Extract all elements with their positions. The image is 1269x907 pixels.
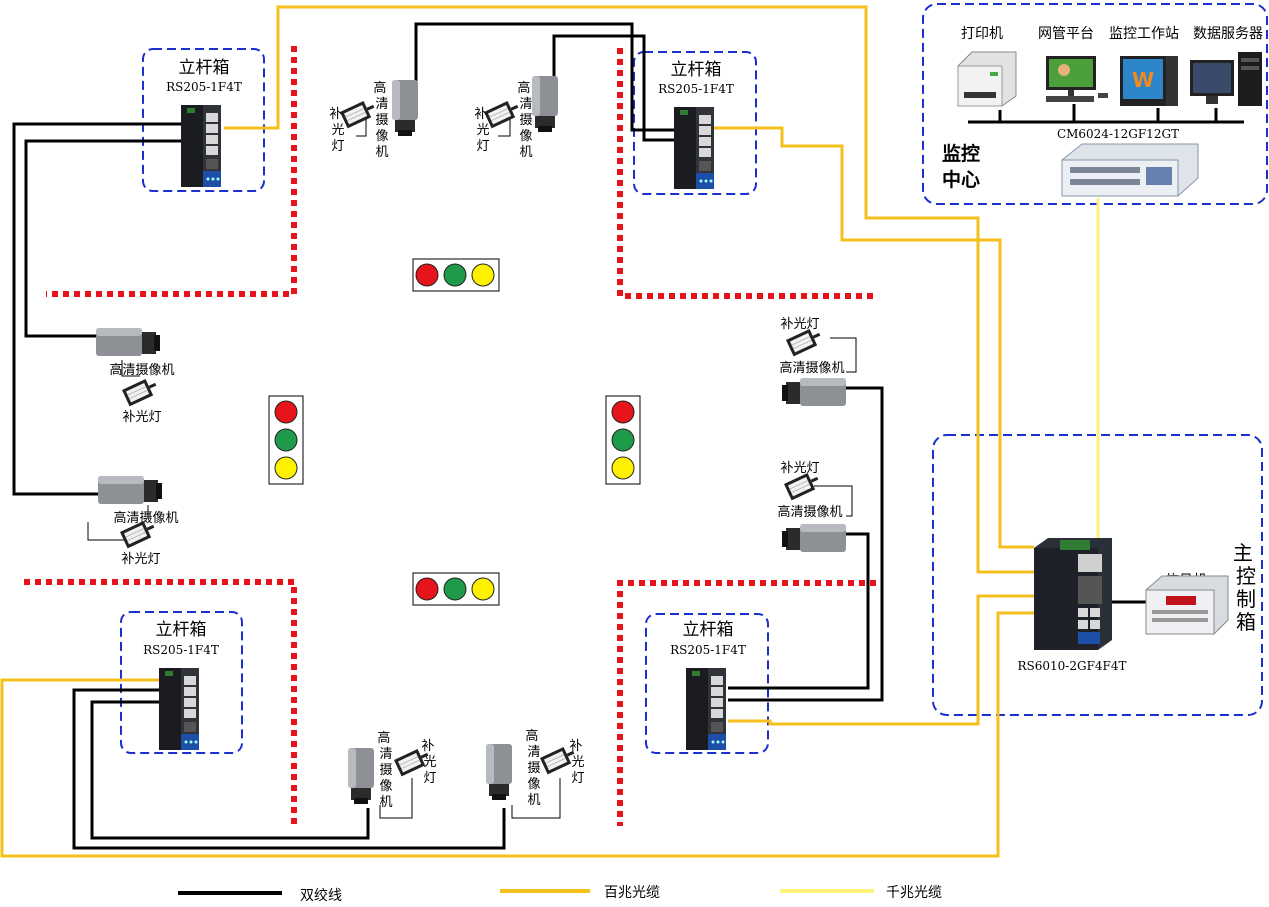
twisted-pair-cables	[12, 22, 1244, 850]
pole-box-bottom-right	[645, 613, 769, 754]
camera-light-connectors	[87, 117, 857, 819]
light-label-vertical: 补 光灯	[569, 739, 586, 786]
light-label: 补光灯	[780, 461, 819, 476]
main-switch-model: RS6010-2GF4F4T	[1018, 659, 1127, 673]
traffic-light-east	[605, 395, 641, 485]
fill-light-left-1	[120, 374, 162, 408]
printer-icon	[957, 51, 1017, 107]
core-switch-icon	[1061, 143, 1199, 197]
monitor-center-box	[922, 3, 1268, 205]
pole-switch-bottom-left	[159, 668, 199, 750]
server-computer-icon	[1190, 52, 1262, 106]
camera-label: 高清摄像机	[113, 510, 178, 526]
camera-label: 高清摄像机	[777, 504, 842, 520]
signal-controller-icon	[1145, 575, 1229, 635]
monitor-center-title-1: 监控	[942, 142, 980, 165]
device-label-nms: 网管平台	[1038, 26, 1094, 42]
camera-left-2	[98, 476, 162, 504]
camera-label: 高清摄像机	[779, 360, 844, 376]
pole-box-top-right	[633, 51, 757, 195]
camera-label-vertical: 高 清摄像机	[525, 728, 542, 808]
pole-switch-model: RS205-1F4T	[658, 82, 734, 96]
legend: 双绞线 百兆光缆 千兆光缆	[178, 885, 942, 904]
traffic-light-west	[268, 395, 304, 485]
device-label-printer: 打印机	[961, 25, 1003, 42]
camera-label-vertical: 高 清摄像机	[517, 80, 534, 160]
core-switch-model: CM6024-12GF12GT	[1057, 127, 1179, 141]
light-label-vertical: 补 光灯	[329, 107, 346, 154]
camera-bottom-1	[348, 748, 374, 804]
camera-top-2	[532, 76, 558, 132]
fast-fiber-cables	[0, 5, 1034, 858]
pole-box-title: 立杆箱	[156, 620, 207, 640]
light-label-vertical: 补 光灯	[421, 739, 438, 786]
workstation-computer-icon: W	[1120, 56, 1178, 106]
pole-box-bottom-left	[120, 611, 243, 754]
dashed-boxes	[120, 3, 1268, 754]
camera-label-vertical: 高 清摄像机	[373, 80, 390, 160]
legend-gig-fiber-label: 千兆光缆	[886, 885, 942, 901]
camera-label-vertical: 高 清摄像机	[377, 730, 394, 810]
device-label-server: 数据服务器	[1193, 26, 1263, 42]
camera-top-1	[392, 80, 418, 136]
pole-switch-model: RS205-1F4T	[670, 643, 746, 657]
main-switch-icon	[1034, 538, 1112, 650]
light-label: 补光灯	[122, 410, 161, 425]
monitor-center-title-2: 中心	[942, 168, 980, 191]
light-label: 补光灯	[121, 552, 160, 567]
pole-box-title: 立杆箱	[179, 58, 230, 78]
device-label-workstation: 监控工作站	[1109, 26, 1179, 42]
legend-fast-fiber-label: 百兆光缆	[604, 885, 660, 901]
pole-switch-model: RS205-1F4T	[166, 80, 242, 94]
pole-switch-bottom-right	[686, 668, 726, 750]
pole-box-title: 立杆箱	[683, 620, 734, 640]
traffic-light-north	[412, 258, 500, 292]
camera-right-1	[782, 378, 846, 406]
camera-label: 高清摄像机	[109, 362, 174, 378]
svg-text:W: W	[1132, 68, 1154, 92]
camera-left-1	[96, 328, 160, 356]
traffic-light-south	[412, 572, 500, 606]
nms-computer-icon	[1046, 56, 1108, 102]
legend-twisted-pair-label: 双绞线	[300, 887, 342, 904]
pole-switch-model: RS205-1F4T	[143, 643, 219, 657]
main-cabinet-box	[932, 434, 1263, 716]
main-cabinet-title: 主 控制箱	[1233, 541, 1259, 634]
pole-box-title: 立杆箱	[671, 60, 722, 80]
pole-switch-top-right	[674, 107, 714, 189]
pole-box-top-left	[142, 48, 265, 192]
pole-switch-top-left	[181, 105, 221, 187]
camera-right-2	[782, 524, 846, 552]
road-boundaries	[24, 46, 876, 826]
camera-bottom-2	[486, 744, 512, 800]
light-label-vertical: 补 光灯	[474, 107, 491, 154]
light-label: 补光灯	[780, 317, 819, 332]
